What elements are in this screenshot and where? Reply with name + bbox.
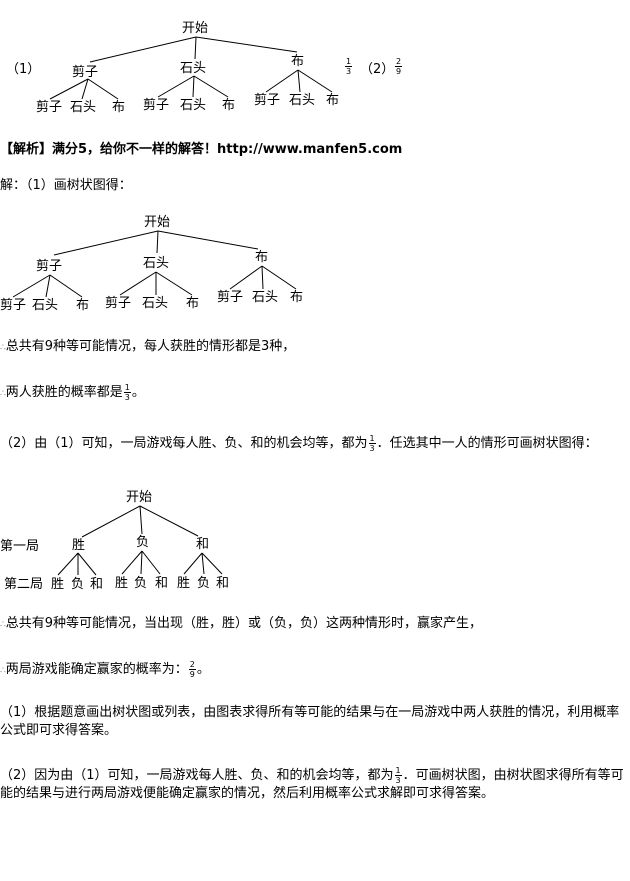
tree1-b-rock: 石头 (180, 98, 207, 113)
tree2-c-rock: 石头 (252, 290, 279, 305)
solution-total2: ∴总共有9种等可能情况，当出现（胜，胜）或（负，负）这两种情形时，赢家产生， (0, 616, 483, 631)
tree1-a-rock: 石头 (70, 100, 97, 115)
therefore-icon: ∴ (0, 666, 6, 676)
tree1-b-cloth: 布 (222, 98, 236, 113)
tree2-l1-scissors: 剪子 (36, 259, 63, 274)
tree2-a-scissors: 剪子 (0, 298, 27, 313)
tree1-l1-scissors: 剪子 (72, 65, 99, 80)
tree3-c-lose: 负 (197, 576, 211, 591)
tree1-l1-cloth: 布 (291, 54, 305, 69)
therefore-icon: ∴ (0, 620, 6, 630)
tree3-c-draw: 和 (216, 576, 230, 591)
tree3-round1-label: 第一局 (0, 539, 40, 554)
tree1-c-scissors: 剪子 (254, 93, 281, 108)
tree1-root: 开始 (182, 21, 209, 36)
tree3-c-win: 胜 (177, 576, 191, 591)
tree3-l1-draw: 和 (196, 537, 210, 552)
tree2-b-scissors: 剪子 (105, 296, 132, 311)
analysis-heading: 【解析】满分5，给你不一样的解答！http://www.manfen5.com (0, 142, 403, 157)
tree1-l1-rock: 石头 (180, 61, 207, 76)
tree1-c-rock: 石头 (289, 93, 316, 108)
tree3-a-draw: 和 (90, 577, 104, 592)
tree1-a-scissors: 剪子 (36, 100, 63, 115)
tree1-c-cloth: 布 (326, 93, 340, 108)
analysis-part1: （1）根据题意画出树状图或列表，由图表求得所有等可能的结果与在一局游戏中两人获胜… (0, 705, 620, 738)
tree1-a-cloth: 布 (112, 100, 126, 115)
tree3-root: 开始 (126, 490, 153, 505)
tree2-c-scissors: 剪子 (217, 290, 244, 305)
therefore-icon: ∴ (0, 343, 6, 353)
tree3-round2-label: 第二局 (4, 577, 44, 592)
tree2-a-cloth: 布 (76, 298, 90, 313)
tree2-l1-rock: 石头 (143, 256, 170, 271)
tree3-b-draw: 和 (155, 576, 169, 591)
therefore-icon: ∴ (0, 389, 6, 399)
part1-marker: （1） (6, 62, 41, 77)
tree1-b-scissors: 剪子 (143, 98, 170, 113)
tree2-b-rock: 石头 (142, 296, 169, 311)
tree2-root: 开始 (144, 215, 171, 230)
part2-marker: （2） (360, 62, 395, 77)
solution-total1: ∴总共有9种等可能情况，每人获胜的情形都是3种， (0, 339, 296, 354)
tree3-a-lose: 负 (71, 577, 85, 592)
solution-intro: 解：（1）画树状图得： (0, 178, 132, 193)
tree3-a-win: 胜 (51, 577, 65, 592)
tree2-c-cloth: 布 (290, 290, 304, 305)
tree3-l1-lose: 负 (136, 535, 150, 550)
tree2-l1-cloth: 布 (255, 250, 269, 265)
tree3-b-win: 胜 (115, 576, 129, 591)
tree2-b-cloth: 布 (186, 296, 200, 311)
tree3-b-lose: 负 (134, 576, 148, 591)
tree3-l1-win: 胜 (72, 538, 86, 553)
tree2-a-rock: 石头 (32, 298, 59, 313)
